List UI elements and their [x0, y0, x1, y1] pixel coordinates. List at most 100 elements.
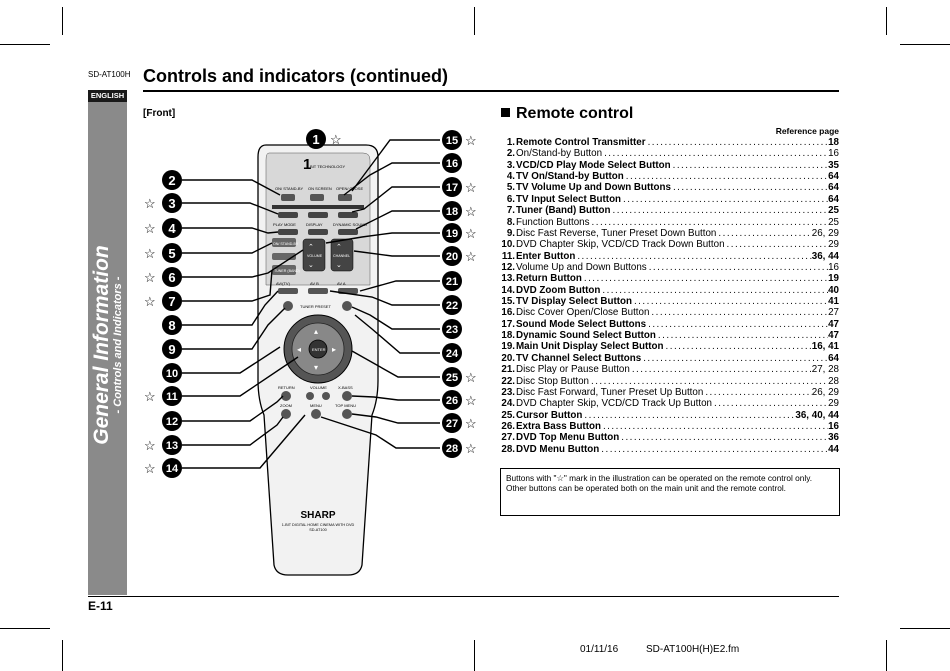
callout-circle: [162, 458, 182, 478]
remote-return-button: [281, 391, 291, 401]
list-item-label: Disc Stop Button: [516, 375, 589, 387]
callout-number: 6: [168, 270, 175, 285]
leader-dots: ........................................…: [651, 307, 828, 319]
remote-stop-button: [308, 288, 328, 294]
footer-filename: SD-AT100H(H)E2.fm: [646, 644, 740, 655]
callout-number: 15: [446, 135, 458, 147]
callout-number: 10: [166, 368, 178, 380]
bottom-rule: [88, 596, 839, 597]
callout-circle: [442, 130, 462, 150]
crop-mark: [0, 628, 50, 629]
list-item-number: 2.: [506, 148, 515, 160]
callout-number: 12: [166, 416, 178, 428]
list-item-page: 16: [828, 261, 839, 273]
list-item-label: TV On/Stand-by Button: [516, 171, 624, 183]
page-title: Controls and indicators (continued): [143, 66, 448, 86]
list-item-number: 24.: [501, 398, 515, 410]
leader-dots: ........................................…: [612, 205, 829, 217]
list-item-number: 9.: [506, 227, 515, 239]
list-item-number: 17.: [501, 318, 515, 330]
leader-dots: ........................................…: [601, 443, 828, 455]
leader-dots: ........................................…: [633, 296, 829, 308]
list-item-number: 3.: [506, 159, 515, 171]
callout-circle: [442, 343, 462, 363]
remote-dynamic-sound-label: DYNAMIC SOUND: [333, 222, 367, 227]
list-item: 27.DVD Top Menu Button..................…: [501, 432, 839, 443]
remote-display-label: DISPLAY: [306, 222, 323, 227]
remote-surround-button: [278, 212, 298, 218]
callout-circle: [442, 295, 462, 315]
list-item-number: 7.: [506, 205, 515, 217]
list-item: 13.Return Button........................…: [501, 273, 839, 284]
callout-circle: [162, 193, 182, 213]
remote-tv-standby-label: ON/ STAND-BY: [273, 242, 299, 246]
list-item-label: Function Buttons: [516, 216, 590, 228]
callout-group-left: 1 ☆ 2 3 ☆ 4 ☆ 5 ☆ 6 ☆ 7 ☆ 8 9 10 11 ☆ 12…: [144, 129, 342, 478]
list-item-page: 28: [828, 375, 839, 387]
list-item-page: 29: [828, 398, 839, 410]
remote-av-tv-label: AV/(TV): [276, 281, 291, 286]
list-item: 1.Remote Control Transmitter............…: [501, 137, 839, 148]
language-tab: ENGLISH: [88, 90, 127, 102]
remote-x-bass-button: [342, 391, 352, 401]
list-item-label: TV Input Select Button: [516, 193, 622, 205]
list-item: 25.Cursor Button........................…: [501, 410, 839, 421]
remote-caption-line2: SD-AT100: [309, 528, 326, 532]
volume-down-icon: ⌄: [308, 262, 314, 269]
list-item: 28.DVD Menu Button......................…: [501, 444, 839, 455]
remote-on-screen-label: ON SCREEN: [308, 186, 332, 191]
callout-circle: [442, 201, 462, 221]
remote-surround-bar: [272, 205, 364, 209]
callout-number: 18: [446, 206, 458, 218]
list-item: 9.Disc Fast Reverse, Tuner Preset Down B…: [501, 228, 839, 239]
remote-volume-label: VOLUME: [310, 385, 327, 390]
list-item-label: VCD/CD Play Mode Select Button: [516, 159, 671, 171]
remote-skip-up-button: [342, 301, 352, 311]
list-item-label: Sound Mode Select Buttons: [516, 318, 647, 330]
callout-circle: [442, 390, 462, 410]
callout-number: 23: [446, 324, 458, 336]
leader-dots: ........................................…: [672, 182, 829, 194]
callout-number: 17: [446, 182, 458, 194]
list-item-label: Main Unit Display Select Button: [516, 341, 664, 353]
list-item: 26.Extra Bass Button....................…: [501, 421, 839, 432]
remote-illustration: 1 BIT TECHNOLOGY ON/ STAND-BY ON SCREEN …: [144, 129, 477, 576]
remote-return-label: RETURN: [278, 385, 295, 390]
leader-dots: ........................................…: [577, 250, 812, 262]
star-mark-icon: ☆: [465, 393, 477, 408]
list-item: 22.Disc Stop Button.....................…: [501, 376, 839, 387]
list-item: 6.TV Input Select Button................…: [501, 194, 839, 205]
remote-surround-button: [308, 212, 328, 218]
leader-dots: ........................................…: [625, 171, 829, 183]
reference-page-header: Reference page: [775, 126, 839, 136]
callout-circle: [162, 339, 182, 359]
list-item-page: 26, 29: [811, 386, 839, 398]
remote-tuner-button: [272, 265, 296, 275]
list-item: 21.Disc Play or Pause Button............…: [501, 364, 839, 375]
list-item-label: Disc Play or Pause Button: [516, 364, 630, 376]
star-mark-icon: ☆: [465, 226, 477, 241]
remote-channel-rocker: [330, 238, 354, 272]
square-bullet-icon: [501, 108, 510, 117]
note-line-2: Other buttons can be operated both on th…: [506, 483, 786, 493]
list-item-label: Cursor Button: [516, 409, 583, 421]
callout-number: 20: [446, 251, 458, 263]
callout-circle: [306, 129, 326, 149]
list-item-number: 11.: [501, 250, 515, 262]
list-item-number: 15.: [501, 296, 515, 308]
list-item-number: 26.: [501, 420, 515, 432]
list-item-label: Disc Cover Open/Close Button: [516, 307, 650, 319]
list-item-number: 4.: [506, 171, 515, 183]
callout-circle: [442, 246, 462, 266]
remote-volume-down-button: [306, 392, 314, 400]
list-item-page: 27: [828, 307, 839, 319]
list-item-page: 16, 41: [811, 341, 839, 353]
callout-number: 11: [166, 391, 178, 403]
leader-dots: ........................................…: [718, 227, 812, 239]
star-mark-icon: ☆: [465, 133, 477, 148]
callout-circle: [442, 153, 462, 173]
list-item: 19.Main Unit Display Select Button......…: [501, 341, 839, 352]
remote-play-mode-label: PLAY MODE: [273, 222, 296, 227]
list-item: 16.Disc Cover Open/Close Button.........…: [501, 307, 839, 318]
remote-on-standby-button: [281, 194, 295, 201]
